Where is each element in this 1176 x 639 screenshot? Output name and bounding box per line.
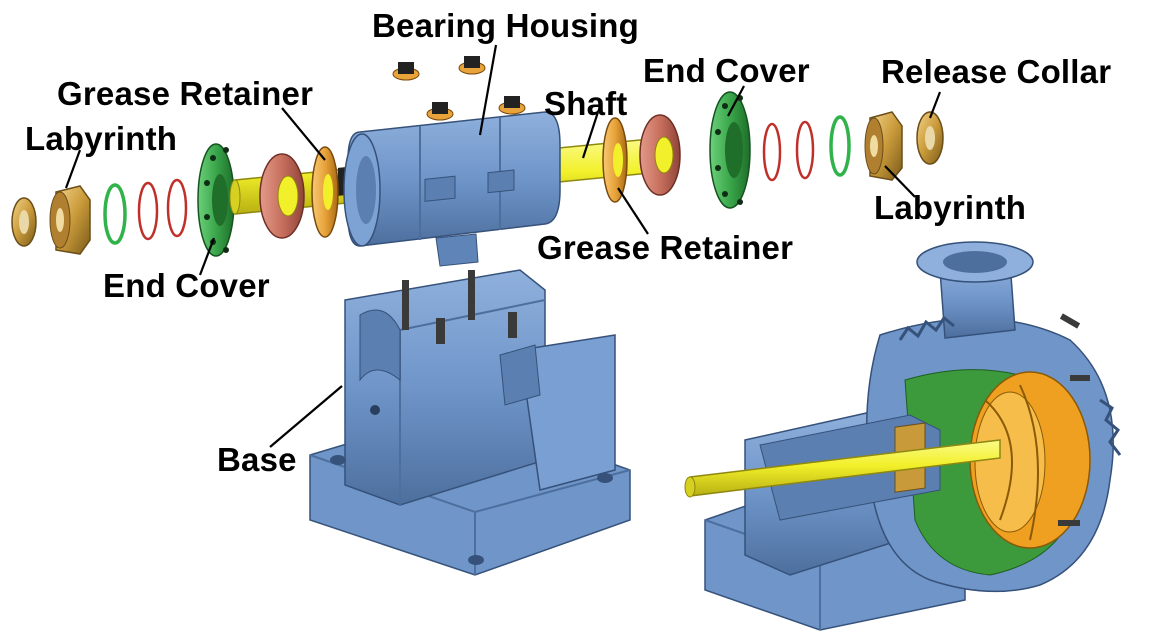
right-oring-red-2 <box>795 120 815 180</box>
left-oring-red-1 <box>137 181 159 241</box>
release-collar-part <box>916 111 944 165</box>
label-bearing-housing: Bearing Housing <box>372 7 640 44</box>
leader-lines <box>64 44 942 448</box>
left-oring-green <box>103 183 127 245</box>
label-release-collar: Release Collar <box>881 53 1112 90</box>
bearing-housing-part <box>343 111 561 267</box>
right-grease-retainer-part <box>602 117 628 203</box>
shaft-assembly-group <box>11 56 944 267</box>
right-oring-green <box>829 115 851 177</box>
base-part <box>309 269 631 576</box>
right-bearing-part <box>639 114 681 196</box>
right-labyrinth-part <box>864 111 903 181</box>
right-oring-red-1 <box>762 122 782 182</box>
label-grease-retainer-left: Grease Retainer <box>57 75 314 112</box>
label-grease-retainer-right: Grease Retainer <box>537 229 794 266</box>
housing-plugs <box>392 56 526 121</box>
label-labyrinth-right: Labyrinth <box>874 189 1027 226</box>
left-end-cover-part <box>197 143 235 257</box>
left-labyrinth-part <box>49 185 91 255</box>
left-oring-red-2 <box>166 178 188 238</box>
left-collar-part <box>11 197 37 247</box>
assembled-pump <box>684 241 1122 631</box>
left-bearing-part <box>259 153 305 239</box>
right-end-cover-part <box>709 91 751 209</box>
label-end-cover-right: End Cover <box>643 52 810 89</box>
label-labyrinth-left: Labyrinth <box>25 120 178 157</box>
label-base: Base <box>217 441 297 478</box>
label-shaft: Shaft <box>544 85 628 122</box>
left-grease-retainer-part <box>311 146 339 238</box>
label-end-cover-left: End Cover <box>103 267 270 304</box>
